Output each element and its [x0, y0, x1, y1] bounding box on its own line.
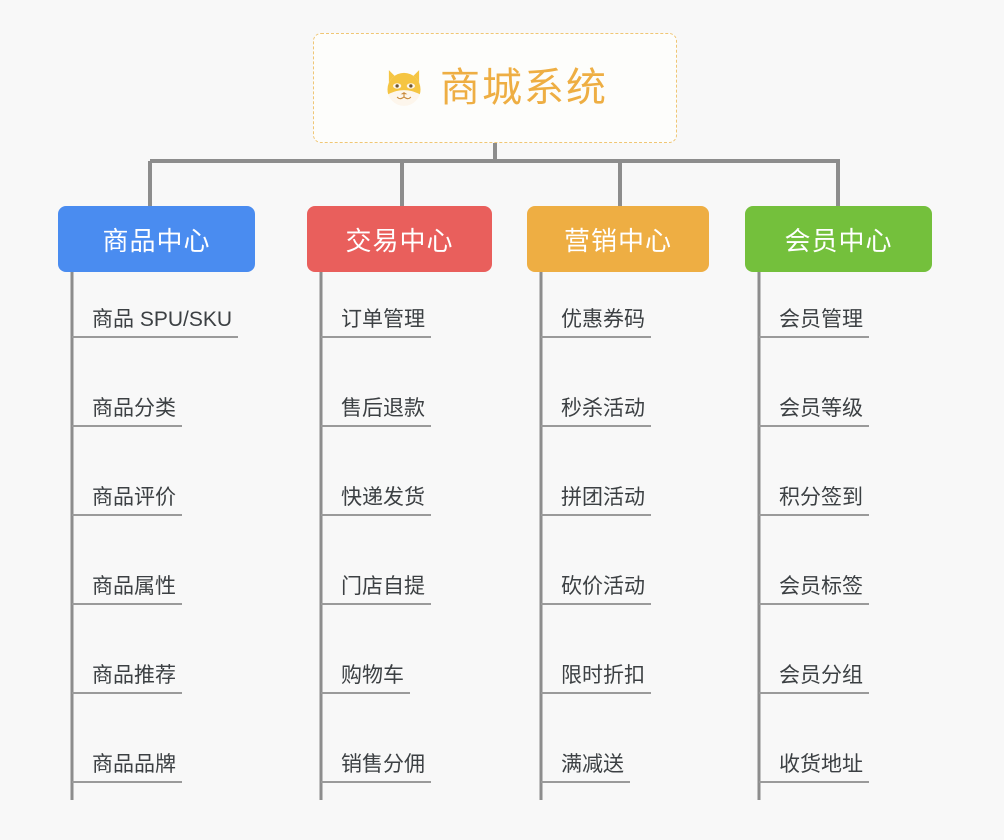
- leaf-item[interactable]: 满减送: [541, 739, 630, 783]
- leaf-label: 商品属性: [72, 575, 182, 605]
- leaf-label: 拼团活动: [541, 486, 651, 516]
- leaf-item[interactable]: 商品属性: [72, 561, 182, 605]
- leaf-item[interactable]: 快递发货: [321, 472, 431, 516]
- leaf-item[interactable]: 限时折扣: [541, 650, 651, 694]
- leaf-label: 秒杀活动: [541, 397, 651, 427]
- leaf-label: 商品品牌: [72, 753, 182, 783]
- leaf-item[interactable]: 商品 SPU/SKU: [72, 294, 239, 338]
- shiba-dog-face-icon: [382, 66, 426, 110]
- category-label-0: 商品中心: [102, 225, 211, 256]
- leaf-item[interactable]: 门店自提: [321, 561, 431, 605]
- leaf-label: 积分签到: [759, 486, 869, 516]
- leaf-item[interactable]: 商品推荐: [72, 650, 182, 694]
- leaf-label: 商品 SPU/SKU: [72, 308, 239, 338]
- leaf-label: 商品分类: [72, 397, 182, 427]
- leaf-item[interactable]: 商品品牌: [72, 739, 182, 783]
- category-header-0[interactable]: 商品中心: [58, 206, 255, 272]
- category-header-2[interactable]: 营销中心: [527, 206, 709, 272]
- leaf-item[interactable]: 售后退款: [321, 383, 431, 427]
- leaf-item[interactable]: 销售分佣: [321, 739, 431, 783]
- leaf-label: 优惠券码: [541, 308, 651, 338]
- leaf-item[interactable]: 优惠券码: [541, 294, 651, 338]
- branch-member-center: 会员中心 会员管理 会员等级 积分签到 会员标签 会员分组 收货地址: [745, 206, 932, 783]
- leaf-item[interactable]: 砍价活动: [541, 561, 651, 605]
- leaf-item[interactable]: 会员等级: [759, 383, 869, 427]
- leaf-item[interactable]: 会员分组: [759, 650, 869, 694]
- leaf-label: 快递发货: [321, 486, 431, 516]
- leaf-label: 会员等级: [759, 397, 869, 427]
- leaf-label: 门店自提: [321, 575, 431, 605]
- category-header-3[interactable]: 会员中心: [745, 206, 932, 272]
- branch-marketing-center: 营销中心 优惠券码 秒杀活动 拼团活动 砍价活动 限时折扣 满减送: [527, 206, 709, 783]
- leaf-label: 会员管理: [759, 308, 869, 338]
- leaf-label: 收货地址: [759, 753, 869, 783]
- leaf-item[interactable]: 商品评价: [72, 472, 182, 516]
- category-label-3: 会员中心: [784, 225, 893, 256]
- leaf-item[interactable]: 购物车: [321, 650, 410, 694]
- category-label-2: 营销中心: [563, 225, 672, 256]
- leaf-item[interactable]: 会员标签: [759, 561, 869, 605]
- leaf-label: 商品推荐: [72, 664, 182, 694]
- leaf-item[interactable]: 订单管理: [321, 294, 431, 338]
- category-label-1: 交易中心: [345, 225, 454, 256]
- leaf-label: 购物车: [321, 664, 410, 694]
- leaf-label: 订单管理: [321, 308, 431, 338]
- leaf-label: 售后退款: [321, 397, 431, 427]
- leaf-item[interactable]: 会员管理: [759, 294, 869, 338]
- branch-product-center: 商品中心 商品 SPU/SKU 商品分类 商品评价 商品属性 商品推荐 商品品牌: [58, 206, 255, 783]
- category-header-1[interactable]: 交易中心: [307, 206, 492, 272]
- leaf-label: 会员分组: [759, 664, 869, 694]
- leaf-item[interactable]: 积分签到: [759, 472, 869, 516]
- root-node[interactable]: 商城系统: [313, 33, 677, 143]
- leaf-label: 会员标签: [759, 575, 869, 605]
- leaf-label: 商品评价: [72, 486, 182, 516]
- leaf-item[interactable]: 收货地址: [759, 739, 869, 783]
- leaf-item[interactable]: 秒杀活动: [541, 383, 651, 427]
- leaf-item[interactable]: 拼团活动: [541, 472, 651, 516]
- leaf-item[interactable]: 商品分类: [72, 383, 182, 427]
- leaf-label: 砍价活动: [541, 575, 651, 605]
- leaf-label: 限时折扣: [541, 664, 651, 694]
- root-title: 商城系统: [440, 66, 608, 110]
- branch-trade-center: 交易中心 订单管理 售后退款 快递发货 门店自提 购物车 销售分佣: [307, 206, 492, 783]
- leaf-label: 销售分佣: [321, 753, 431, 783]
- leaf-label: 满减送: [541, 753, 630, 783]
